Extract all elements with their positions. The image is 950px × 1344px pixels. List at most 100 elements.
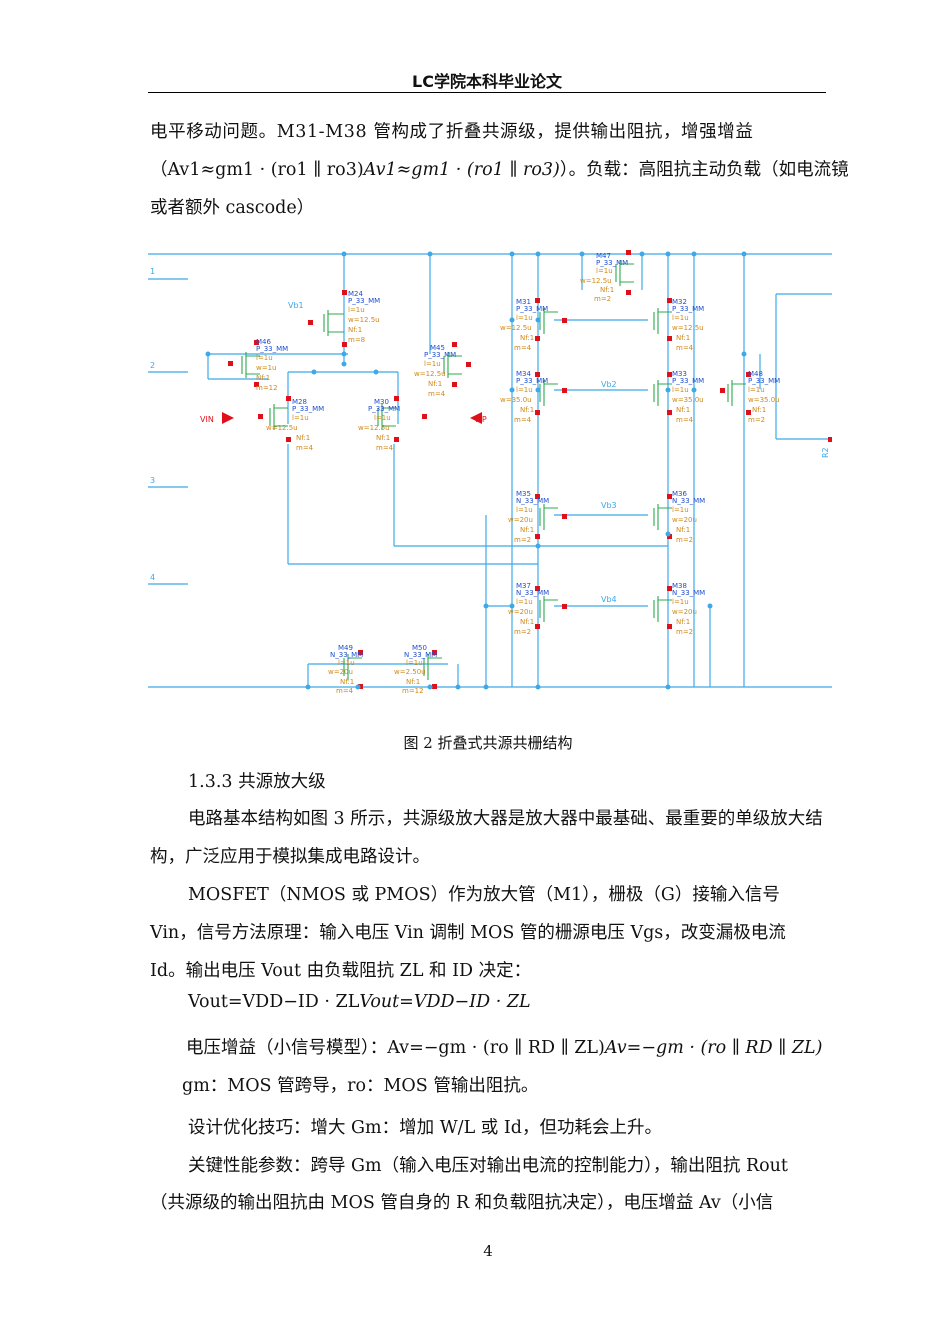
- svg-text:P_33_MM: P_33_MM: [596, 259, 628, 267]
- svg-text:M30: M30: [374, 398, 389, 406]
- svg-text:N_33_MM: N_33_MM: [404, 651, 437, 659]
- svg-text:m=12: m=12: [256, 384, 278, 392]
- svg-text:m=4: m=4: [676, 344, 694, 352]
- paragraph-1-line-1: 电平移动问题。M31-M38 管构成了折叠共源级，提供输出阻抗，增强增益: [150, 122, 754, 142]
- paragraph-1-line-3: 或者额外 cascode）: [150, 198, 315, 218]
- svg-text:Nf:1: Nf:1: [600, 286, 614, 294]
- edge-label-1: 1: [150, 267, 155, 276]
- inline-formula-italic: Av1≈gm1 · (ro1 ∥ ro3): [363, 160, 560, 180]
- key-params-line-2: （共源级的输出阻抗由 MOS 管自身的 R 和负载阻抗决定），电压增益 Av（小…: [150, 1193, 774, 1213]
- svg-text:P_33_MM: P_33_MM: [348, 297, 380, 305]
- svg-text:w=1u: w=1u: [256, 364, 276, 372]
- net-vb3: Vb3: [601, 501, 617, 510]
- figure-caption: 图 2 折叠式共源共栅结构: [403, 734, 573, 752]
- svg-text:l=1u: l=1u: [256, 354, 273, 362]
- svg-text:m=4: m=4: [296, 444, 314, 452]
- svg-text:l=1u: l=1u: [748, 386, 765, 394]
- svg-text:w=20u: w=20u: [672, 516, 697, 524]
- svg-text:Nf:1: Nf:1: [406, 678, 420, 686]
- gain-line: 电压增益（小信号模型）：Av=−gm · (ro ∥ RD ∥ ZL)Av=−g…: [186, 1034, 822, 1059]
- svg-text:m=2: m=2: [514, 628, 531, 636]
- running-header: LC学院本科毕业论文: [412, 72, 562, 91]
- svg-text:l=1u: l=1u: [374, 414, 391, 422]
- svg-text:M48: M48: [748, 370, 763, 378]
- svg-text:N_33_MM: N_33_MM: [516, 497, 549, 505]
- svg-text:l=1u: l=1u: [292, 414, 309, 422]
- svg-text:P_33_MM: P_33_MM: [292, 405, 324, 413]
- header-rule: [148, 92, 826, 93]
- svg-text:M36: M36: [672, 490, 687, 498]
- svg-text:w=12.5u: w=12.5u: [266, 424, 298, 432]
- svg-text:w=12.5u: w=12.5u: [672, 324, 704, 332]
- equation-vout-plain: Vout=VDD−ID · ZL: [188, 992, 360, 1012]
- svg-text:w=35.0u: w=35.0u: [672, 396, 704, 404]
- edge-label-2: 2: [150, 361, 155, 370]
- gain-text: 电压增益（小信号模型）：Av=−gm · (ro ∥ RD ∥ ZL): [186, 1038, 605, 1058]
- svg-text:M49: M49: [338, 644, 353, 652]
- paragraph-1-line-2: （Av1≈gm1 · (ro1 ∥ ro3)Av1≈gm1 · (ro1 ∥ r…: [150, 156, 849, 181]
- svg-text:l=1u: l=1u: [672, 598, 689, 606]
- svg-text:P_33_MM: P_33_MM: [424, 351, 456, 359]
- paragraph-2: 电路基本结构如图 3 所示，共源级放大器是放大器中最基础、最重要的单级放大结构，…: [150, 809, 823, 867]
- svg-text:w=12.5u: w=12.5u: [414, 370, 446, 378]
- svg-text:M46: M46: [256, 338, 271, 346]
- svg-text:M32: M32: [672, 298, 687, 306]
- gm-definition: gm：MOS 管跨导，ro：MOS 管输出阻抗。: [182, 1076, 539, 1096]
- net-vin: VIN: [200, 415, 214, 424]
- net-vb4: Vb4: [601, 595, 617, 604]
- svg-text:w=12.5u: w=12.5u: [348, 316, 380, 324]
- svg-text:m=4: m=4: [428, 390, 446, 398]
- svg-text:Nf:1: Nf:1: [752, 406, 766, 414]
- inline-text: ）。负载：高阻抗主动负载（如电流镜: [559, 160, 849, 180]
- design-tip: 设计优化技巧：增大 Gm：增加 W/L 或 Id，但功耗会上升。: [188, 1118, 662, 1138]
- edge-label-3: 3: [150, 476, 155, 485]
- svg-text:l=1u: l=1u: [516, 598, 533, 606]
- svg-text:l=1u: l=1u: [338, 659, 355, 667]
- svg-text:w=20u: w=20u: [672, 608, 697, 616]
- net-r2: R2: [821, 447, 830, 458]
- svg-text:w=20u: w=20u: [508, 516, 533, 524]
- svg-text:Nf:1: Nf:1: [520, 526, 534, 534]
- svg-text:Nf:1: Nf:1: [340, 678, 354, 686]
- svg-text:w=12.5u: w=12.5u: [500, 324, 532, 332]
- net-vb1: Vb1: [288, 301, 304, 310]
- svg-text:m=12: m=12: [402, 687, 424, 695]
- svg-text:w=20u: w=20u: [328, 668, 353, 676]
- key-params-line-1: 关键性能参数：跨导 Gm（输入电压对输出电流的控制能力），输出阻抗 Rout: [188, 1156, 788, 1176]
- svg-text:m=4: m=4: [336, 687, 354, 695]
- svg-text:w=2.50u: w=2.50u: [394, 668, 426, 676]
- svg-text:M38: M38: [672, 582, 687, 590]
- svg-text:l=1u: l=1u: [516, 506, 533, 514]
- svg-text:Nf:1: Nf:1: [520, 334, 534, 342]
- svg-text:Nf:1: Nf:1: [676, 334, 690, 342]
- svg-text:P_33_MM: P_33_MM: [748, 377, 780, 385]
- svg-text:M45: M45: [430, 344, 445, 352]
- svg-text:m=2: m=2: [748, 416, 765, 424]
- svg-text:N_33_MM: N_33_MM: [516, 589, 549, 597]
- svg-text:l=1u: l=1u: [672, 506, 689, 514]
- svg-text:P_33_MM: P_33_MM: [672, 377, 704, 385]
- svg-text:M33: M33: [672, 370, 687, 378]
- svg-text:w=35.0u: w=35.0u: [500, 396, 532, 404]
- svg-text:l=1u: l=1u: [348, 306, 365, 314]
- svg-text:l=1u: l=1u: [516, 386, 533, 394]
- svg-text:N_33_MM: N_33_MM: [672, 497, 705, 505]
- svg-text:m=8: m=8: [348, 336, 365, 344]
- svg-text:m=2: m=2: [676, 536, 693, 544]
- svg-text:Nf:1: Nf:1: [520, 618, 534, 626]
- svg-text:Nf:1: Nf:1: [376, 434, 390, 442]
- svg-text:l=1u: l=1u: [406, 659, 423, 667]
- svg-text:M37: M37: [516, 582, 531, 590]
